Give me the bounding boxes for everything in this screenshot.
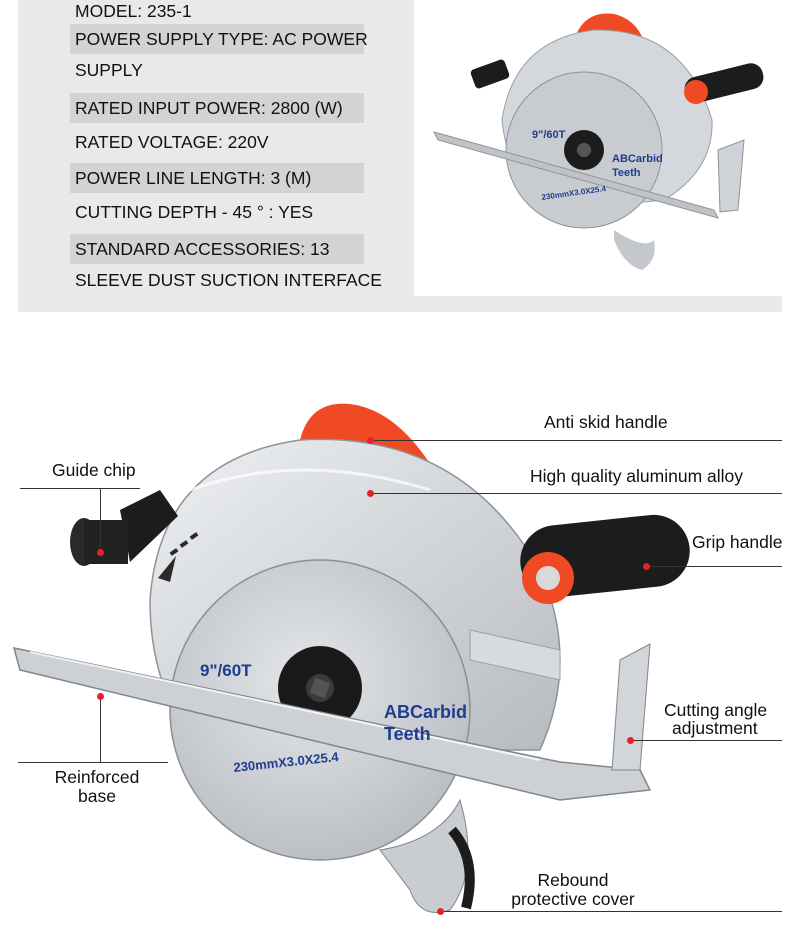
callout-guide-chip-vline (100, 488, 101, 552)
callout-grip-handle-line (646, 566, 782, 567)
blade-brand-text: ABCarbid (384, 702, 467, 722)
blade-teeth-text: Teeth (384, 724, 431, 744)
small-blade-brand-text: ABCarbid (612, 153, 663, 165)
blade-size-text: 9"/60T (200, 661, 252, 680)
callout-reinforced-base-label-1: Reinforced (54, 767, 140, 787)
callout-guide-chip-line (20, 488, 140, 489)
callout-aluminum-alloy-line (370, 493, 782, 494)
product-photo-small: 9"/60T ABCarbid Teeth 230mmX3.0X25.4 (414, 0, 782, 296)
spec-power-supply-cont: SUPPLY (75, 60, 143, 80)
callout-reinforced-base-label-2: base (78, 786, 116, 806)
small-blade-size-text: 9"/60T (532, 129, 566, 141)
callout-reinforced-base-vline (100, 696, 101, 762)
callout-rebound-cover-dot (437, 908, 444, 915)
spec-cutting-depth: CUTTING DEPTH - 45 ° : YES (75, 202, 314, 222)
callout-grip-handle-dot (643, 563, 650, 570)
callout-cutting-angle-label-1: Cutting angle (664, 700, 768, 720)
callout-anti-skid-handle-label: Anti skid handle (544, 412, 668, 432)
callout-reinforced-base-dot (97, 693, 104, 700)
callout-aluminum-alloy-label: High quality aluminum alloy (530, 466, 744, 486)
callout-rebound-cover-label-1: Rebound (537, 870, 609, 890)
callout-anti-skid-handle-line (370, 440, 782, 441)
small-blade-teeth-text: Teeth (612, 167, 641, 179)
spec-dust-suction: SLEEVE DUST SUCTION INTERFACE (75, 270, 382, 290)
callout-cutting-angle-line (630, 740, 782, 741)
callout-cutting-angle-dot (627, 737, 634, 744)
labelled-diagram: 9"/60T ABCarbid Teeth 230mmX3.0X25.4 Ant… (0, 330, 800, 936)
callout-rebound-cover-line (440, 911, 782, 912)
callout-grip-handle-label: Grip handle (692, 532, 783, 552)
callout-guide-chip-dot (97, 549, 104, 556)
spec-rated-input-power: RATED INPUT POWER: 2800 (W) (70, 93, 364, 123)
callout-guide-chip-label: Guide chip (52, 460, 136, 480)
callout-cutting-angle-label-2: adjustment (672, 718, 758, 738)
callout-rebound-cover-label-2: protective cover (511, 889, 635, 909)
callout-reinforced-base-line (18, 762, 168, 763)
spec-standard-accessories: STANDARD ACCESSORIES: 13 (70, 234, 364, 264)
callout-aluminum-alloy-dot (367, 490, 374, 497)
callout-anti-skid-handle-dot (367, 437, 374, 444)
spec-model: MODEL: 235-1 (75, 1, 192, 21)
circular-saw-small-illustration: 9"/60T ABCarbid Teeth 230mmX3.0X25.4 (433, 13, 764, 270)
spec-panel: MODEL: 235-1 POWER SUPPLY TYPE: AC POWER… (18, 0, 782, 312)
spec-power-supply: POWER SUPPLY TYPE: AC POWER (70, 24, 368, 54)
spec-power-line-length: POWER LINE LENGTH: 3 (M) (70, 163, 364, 193)
circular-saw-large-illustration: 9"/60T ABCarbid Teeth 230mmX3.0X25.4 (12, 403, 690, 913)
spec-rated-voltage: RATED VOLTAGE: 220V (75, 132, 269, 152)
